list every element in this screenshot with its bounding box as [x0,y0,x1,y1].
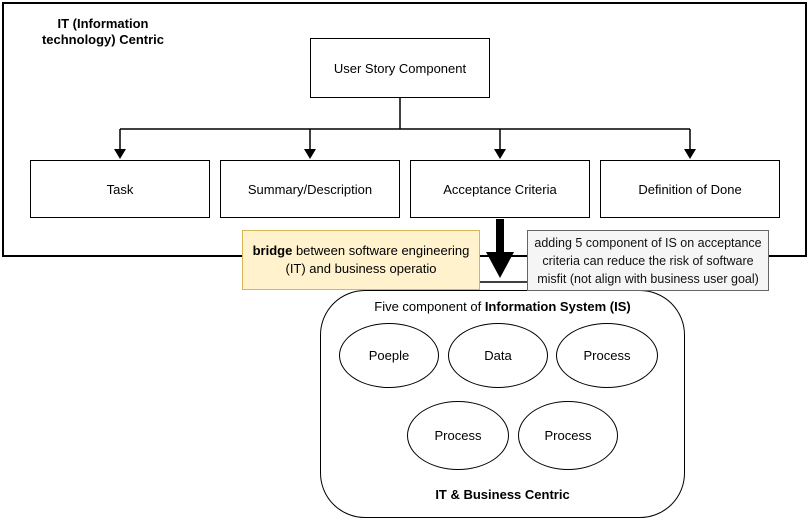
box-user-story-component: User Story Component [310,38,490,98]
note-annotation-line1: adding 5 component of IS on acceptance [534,235,762,250]
it-centric-label-line1: IT (Information [57,16,149,31]
is-container-title-prefix: Five component of [374,299,485,314]
bridge-annotation-bold: bridge [252,243,293,258]
it-centric-label: IT (Information technology) Centric [28,16,178,48]
it-business-centric-label: IT & Business Centric [435,487,570,502]
box-definition-of-done: Definition of Done [600,160,780,218]
ellipse-process-3: Process [518,401,618,470]
ellipse-data: Data [448,323,548,388]
bridge-annotation-line2: (IT) and business operatio [285,261,437,276]
is-container: Five component of Information System (IS… [320,290,685,518]
bridge-annotation-line1: bridge between software engineering [253,242,470,260]
ellipse-process-2: Process [407,401,509,470]
bridge-annotation-line1-rest: between software engineering [292,243,470,258]
box-acceptance-criteria: Acceptance Criteria [410,160,590,218]
is-container-title: Five component of Information System (IS… [321,299,684,314]
ellipse-people: Poeple [339,323,439,388]
bridge-annotation: bridge between software engineering (IT)… [242,230,480,290]
note-annotation: adding 5 component of IS on acceptance c… [527,230,769,291]
box-task: Task [30,160,210,218]
it-centric-label-line2: technology) Centric [41,32,165,47]
is-container-title-bold: Information System (IS) [484,299,631,314]
note-annotation-line3: misfit (not align with business user goa… [537,271,759,286]
box-summary-description: Summary/Description [220,160,400,218]
ellipse-process-1: Process [556,323,658,388]
note-annotation-line2: criteria can reduce the risk of software [542,253,754,268]
